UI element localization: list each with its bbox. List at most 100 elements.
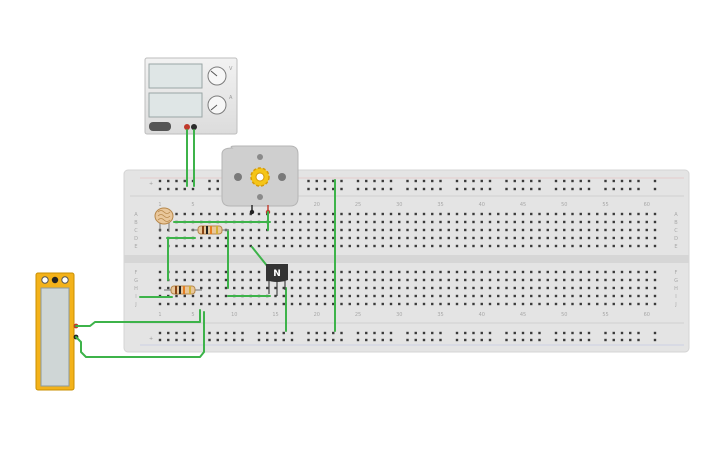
- breadboard-hole[interactable]: [612, 244, 615, 248]
- breadboard-hole[interactable]: [530, 228, 533, 232]
- breadboard-hole[interactable]: [233, 212, 236, 216]
- breadboard-hole[interactable]: [249, 286, 252, 290]
- breadboard-hole[interactable]: [406, 236, 409, 240]
- breadboard-hole[interactable]: [563, 228, 566, 232]
- breadboard-hole[interactable]: [398, 228, 401, 232]
- breadboard-hole[interactable]: [596, 294, 599, 298]
- breadboard-hole[interactable]: [216, 278, 219, 282]
- breadboard-hole[interactable]: [249, 236, 252, 240]
- breadboard-hole[interactable]: [200, 294, 203, 298]
- breadboard-hole[interactable]: [175, 278, 178, 282]
- rail-hole[interactable]: [216, 187, 219, 191]
- breadboard-hole[interactable]: [290, 212, 294, 216]
- breadboard-hole[interactable]: [596, 244, 599, 248]
- breadboard-hole[interactable]: [340, 278, 343, 282]
- breadboard-hole[interactable]: [612, 286, 615, 290]
- rail-hole[interactable]: [340, 187, 343, 191]
- rail-hole[interactable]: [513, 331, 516, 335]
- breadboard-hole[interactable]: [158, 302, 162, 306]
- breadboard-hole[interactable]: [307, 228, 310, 232]
- breadboard-hole[interactable]: [505, 244, 508, 248]
- breadboard-hole[interactable]: [191, 212, 195, 216]
- rail-hole[interactable]: [571, 331, 574, 335]
- breadboard-hole[interactable]: [521, 270, 525, 274]
- breadboard-hole[interactable]: [183, 294, 186, 298]
- breadboard-hole[interactable]: [200, 286, 203, 290]
- breadboard-hole[interactable]: [587, 212, 591, 216]
- breadboard-hole[interactable]: [612, 294, 615, 298]
- rail-hole[interactable]: [653, 179, 657, 183]
- rail-hole[interactable]: [381, 179, 384, 183]
- breadboard-hole[interactable]: [340, 212, 343, 216]
- rail-hole[interactable]: [406, 331, 409, 335]
- breadboard-hole[interactable]: [455, 302, 459, 306]
- dc-motor[interactable]: [221, 145, 299, 215]
- breadboard-hole[interactable]: [637, 270, 640, 274]
- breadboard-hole[interactable]: [596, 302, 599, 306]
- breadboard-hole[interactable]: [398, 302, 401, 306]
- breadboard-hole[interactable]: [340, 228, 343, 232]
- breadboard-hole[interactable]: [175, 302, 178, 306]
- breadboard-hole[interactable]: [290, 228, 294, 232]
- breadboard-hole[interactable]: [612, 228, 615, 232]
- breadboard-hole[interactable]: [315, 270, 318, 274]
- breadboard-hole[interactable]: [249, 270, 252, 274]
- rail-hole[interactable]: [332, 338, 335, 342]
- breadboard-hole[interactable]: [538, 302, 541, 306]
- breadboard-hole[interactable]: [257, 236, 261, 240]
- breadboard-hole[interactable]: [422, 302, 426, 306]
- breadboard-hole[interactable]: [422, 212, 426, 216]
- breadboard-hole[interactable]: [604, 220, 607, 224]
- breadboard-hole[interactable]: [439, 228, 442, 232]
- breadboard-hole[interactable]: [497, 236, 500, 240]
- rail-hole[interactable]: [653, 338, 657, 342]
- rail-hole[interactable]: [563, 187, 566, 191]
- power-switch[interactable]: [149, 122, 171, 131]
- breadboard-hole[interactable]: [587, 236, 591, 240]
- breadboard-hole[interactable]: [307, 220, 310, 224]
- breadboard-hole[interactable]: [290, 302, 294, 306]
- breadboard-hole[interactable]: [464, 212, 467, 216]
- breadboard-hole[interactable]: [158, 270, 162, 274]
- breadboard-hole[interactable]: [398, 294, 401, 298]
- breadboard-hole[interactable]: [563, 286, 566, 290]
- rail-hole[interactable]: [307, 338, 310, 342]
- breadboard-hole[interactable]: [447, 294, 450, 298]
- breadboard-hole[interactable]: [414, 294, 417, 298]
- breadboard-hole[interactable]: [373, 220, 376, 224]
- breadboard-hole[interactable]: [521, 278, 525, 282]
- breadboard-hole[interactable]: [497, 286, 500, 290]
- breadboard-hole[interactable]: [332, 270, 335, 274]
- breadboard-hole[interactable]: [356, 278, 360, 282]
- breadboard-hole[interactable]: [282, 236, 285, 240]
- rail-hole[interactable]: [158, 338, 162, 342]
- rail-hole[interactable]: [406, 338, 409, 342]
- rail-hole[interactable]: [604, 338, 607, 342]
- rail-hole[interactable]: [431, 338, 434, 342]
- breadboard-hole[interactable]: [571, 220, 574, 224]
- rail-hole[interactable]: [365, 179, 368, 183]
- breadboard-hole[interactable]: [497, 270, 500, 274]
- breadboard-hole[interactable]: [348, 286, 351, 290]
- breadboard-hole[interactable]: [406, 294, 409, 298]
- breadboard-hole[interactable]: [505, 286, 508, 290]
- breadboard-hole[interactable]: [571, 236, 574, 240]
- breadboard-hole[interactable]: [447, 270, 450, 274]
- npn-transistor[interactable]: N: [266, 264, 288, 296]
- breadboard-hole[interactable]: [282, 286, 285, 290]
- rail-hole[interactable]: [340, 331, 343, 335]
- rail-hole[interactable]: [455, 187, 459, 191]
- breadboard-hole[interactable]: [629, 278, 632, 282]
- breadboard-hole[interactable]: [563, 244, 566, 248]
- breadboard-hole[interactable]: [340, 270, 343, 274]
- rail-hole[interactable]: [216, 331, 219, 335]
- breadboard-hole[interactable]: [348, 270, 351, 274]
- breadboard-hole[interactable]: [431, 236, 434, 240]
- breadboard-hole[interactable]: [620, 286, 624, 290]
- breadboard-hole[interactable]: [629, 212, 632, 216]
- breadboard-hole[interactable]: [653, 244, 657, 248]
- breadboard-hole[interactable]: [282, 244, 285, 248]
- rail-hole[interactable]: [431, 331, 434, 335]
- breadboard-hole[interactable]: [381, 212, 384, 216]
- breadboard-hole[interactable]: [653, 236, 657, 240]
